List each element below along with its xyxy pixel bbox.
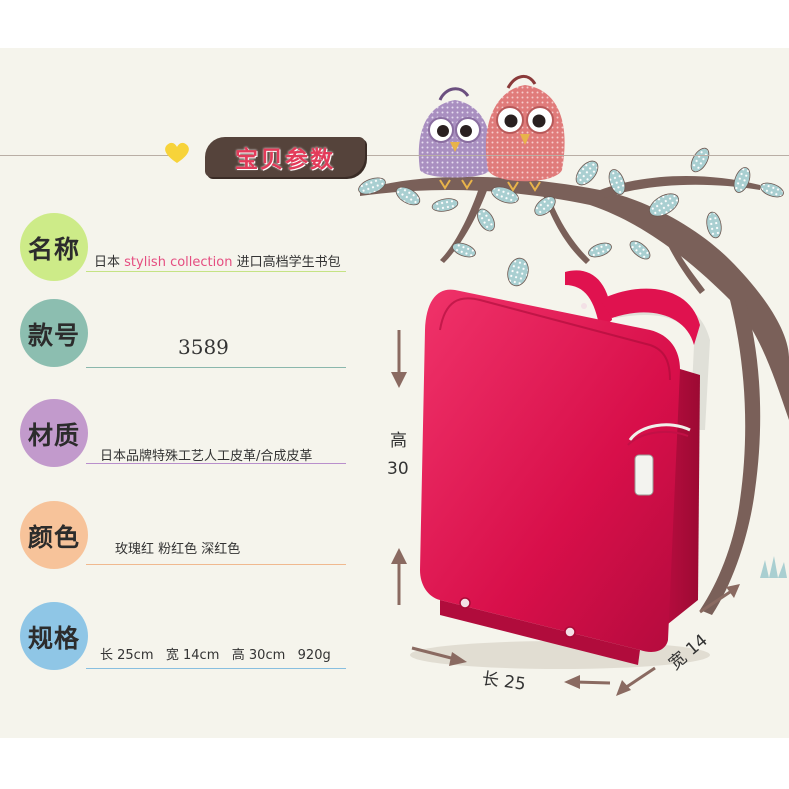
backpack xyxy=(420,270,710,665)
title-divider-left xyxy=(0,155,170,156)
spec-label-name: 名称 xyxy=(28,235,81,264)
spec-value-name: 日本 stylish collection 进口高档学生书包 xyxy=(94,255,341,270)
spec-row-model: 款号 3589 xyxy=(0,299,360,375)
tree-leaves xyxy=(358,147,784,287)
section-title: 宝贝参数 xyxy=(235,147,335,173)
owl-purple xyxy=(418,87,492,190)
spec-row-size: 规格 长 25cm 宽 14cm 高 30cm 920g xyxy=(0,602,360,678)
title-divider-right xyxy=(360,155,789,156)
section-title-badge: 宝贝参数 xyxy=(205,137,365,177)
height-value: 30 xyxy=(387,459,409,479)
spec-circle xyxy=(20,501,88,569)
spec-circle xyxy=(20,399,88,467)
spec-label-size: 规格 xyxy=(28,624,81,653)
spec-underline xyxy=(86,367,346,368)
height-char: 高 xyxy=(390,431,407,451)
spec-underline xyxy=(86,463,346,464)
tree-branch xyxy=(360,175,789,615)
owl-pink xyxy=(485,75,565,192)
spec-value-material: 日本品牌特殊工艺人工皮革/合成皮革 xyxy=(100,449,313,464)
spec-row-material: 材质 日本品牌特殊工艺人工皮革/合成皮革 xyxy=(0,399,360,475)
spec-circle xyxy=(20,213,88,281)
spec-circle xyxy=(20,299,88,367)
dimension-arrows xyxy=(391,330,740,696)
spec-circle xyxy=(20,602,88,670)
spec-label-material: 材质 xyxy=(28,421,81,450)
spec-row-name: 名称 日本 stylish collection 进口高档学生书包 xyxy=(0,213,360,289)
spec-underline xyxy=(86,271,346,272)
spec-row-color: 颜色 玫瑰红 粉红色 深红色 xyxy=(0,501,360,577)
grass-tuft xyxy=(760,556,787,578)
spec-label-model: 款号 xyxy=(28,321,81,350)
spec-value-size: 长 25cm 宽 14cm 高 30cm 920g xyxy=(100,648,331,663)
spec-label-color: 颜色 xyxy=(28,523,81,552)
heart-icon xyxy=(165,142,189,163)
spec-underline xyxy=(86,668,346,669)
spec-underline xyxy=(86,564,346,565)
spec-value-model: 3589 xyxy=(178,335,229,359)
spec-value-color: 玫瑰红 粉红色 深红色 xyxy=(115,542,241,557)
